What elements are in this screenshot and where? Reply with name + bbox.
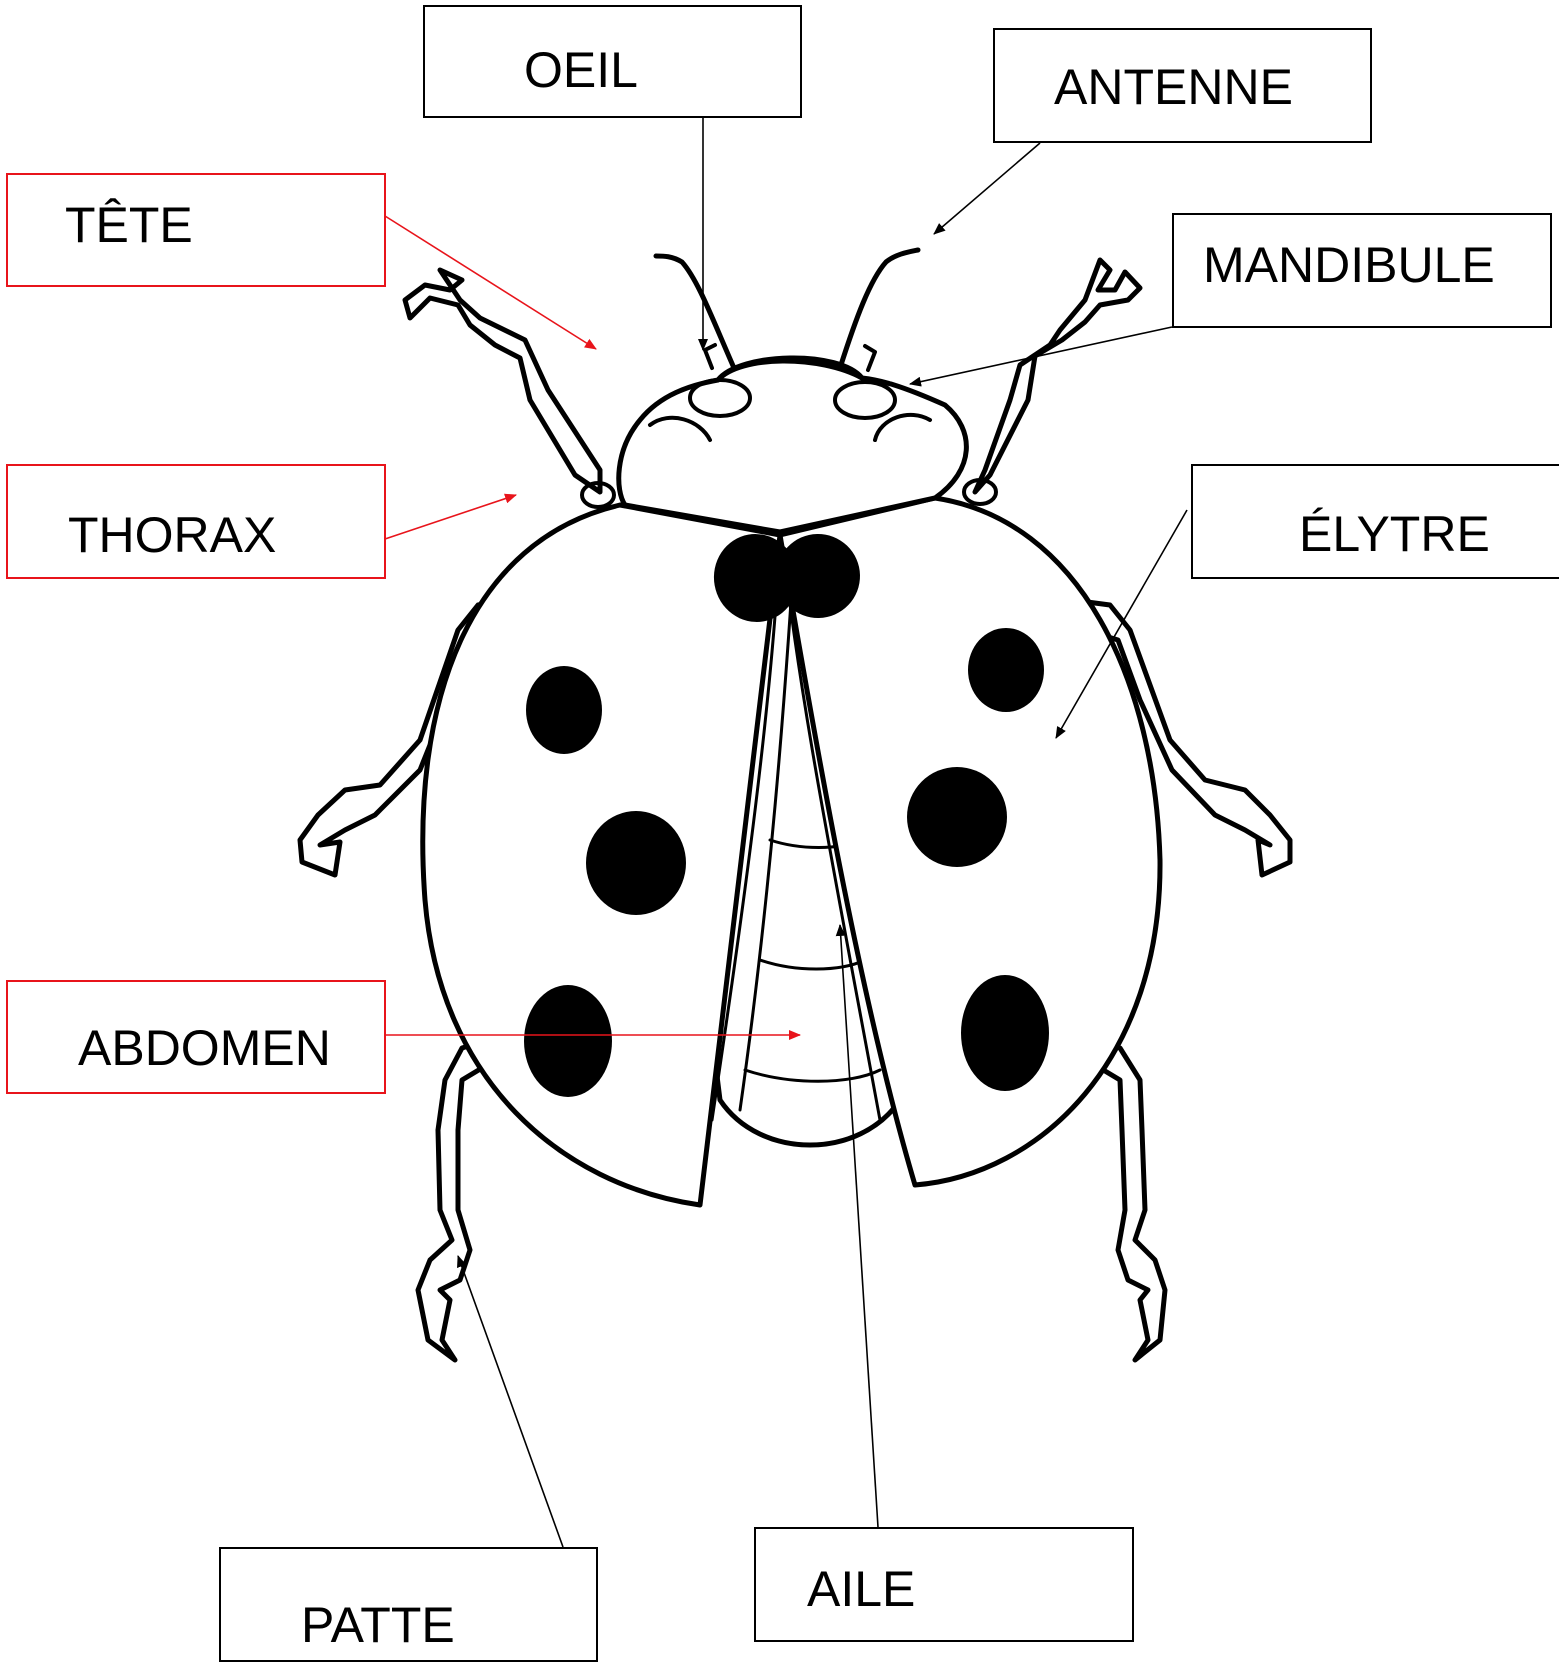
left-front-leg bbox=[405, 270, 600, 492]
label-aile-text: AILE bbox=[807, 1564, 915, 1614]
label-antenne: ANTENNE bbox=[993, 28, 1372, 143]
label-mandibule: MANDIBULE bbox=[1172, 213, 1552, 328]
label-oeil: OEIL bbox=[423, 5, 802, 118]
mandibule-pointer bbox=[910, 327, 1172, 384]
patte-pointer bbox=[458, 1256, 563, 1547]
label-elytre: ÉLYTRE bbox=[1191, 464, 1559, 579]
antenne-pointer bbox=[934, 143, 1040, 234]
label-aile: AILE bbox=[754, 1527, 1134, 1642]
label-oeil-text: OEIL bbox=[524, 45, 638, 95]
label-thorax: THORAX bbox=[6, 464, 386, 579]
left-mandible bbox=[705, 345, 715, 368]
label-tete-text: TÊTE bbox=[65, 200, 193, 250]
right-mandible bbox=[865, 346, 875, 370]
spot bbox=[524, 985, 612, 1097]
left-antenna bbox=[656, 256, 734, 368]
spot bbox=[907, 767, 1007, 867]
label-patte: PATTE bbox=[219, 1547, 598, 1662]
right-front-leg bbox=[975, 260, 1140, 492]
label-patte-text: PATTE bbox=[301, 1600, 455, 1650]
label-antenne-text: ANTENNE bbox=[1054, 62, 1293, 112]
spot bbox=[526, 666, 602, 754]
label-abdomen-text: ABDOMEN bbox=[78, 1023, 331, 1073]
tete-pointer bbox=[385, 216, 596, 349]
label-tete: TÊTE bbox=[6, 173, 386, 287]
label-thorax-text: THORAX bbox=[68, 510, 276, 560]
thorax-pointer bbox=[385, 495, 516, 539]
right-hind-leg bbox=[1090, 1040, 1165, 1360]
spot bbox=[968, 628, 1044, 712]
right-antenna bbox=[840, 250, 918, 368]
spot bbox=[961, 975, 1049, 1091]
spot bbox=[586, 811, 686, 915]
label-mandibule-text: MANDIBULE bbox=[1203, 240, 1495, 290]
label-abdomen: ABDOMEN bbox=[6, 980, 386, 1094]
label-elytre-text: ÉLYTRE bbox=[1299, 509, 1490, 559]
